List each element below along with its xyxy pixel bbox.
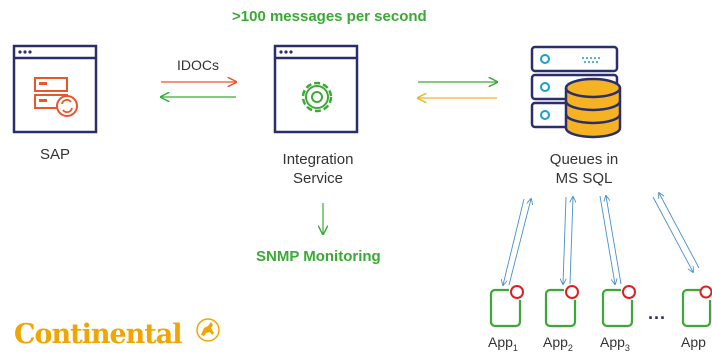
queues-label-line2: MS SQL bbox=[555, 170, 613, 187]
app-queue-arrows bbox=[503, 193, 700, 285]
app-label-3: App3 bbox=[600, 334, 630, 353]
integration-window-icon bbox=[273, 44, 359, 134]
continental-logo: Continental bbox=[14, 319, 183, 350]
app-label-1-name: App bbox=[488, 334, 513, 350]
queues-label-line1: Queues in bbox=[549, 151, 619, 168]
database-server-icon bbox=[530, 45, 622, 139]
app-label-2-sub: 2 bbox=[567, 342, 573, 353]
sap-label: SAP bbox=[39, 146, 70, 163]
app-icon-n bbox=[681, 285, 712, 328]
app-label-3-name: App bbox=[600, 334, 625, 350]
continental-horse-icon bbox=[196, 318, 220, 342]
app-label-1-sub: 1 bbox=[512, 342, 518, 353]
app-label-1: App1 bbox=[488, 334, 518, 353]
sap-window-icon bbox=[12, 44, 98, 134]
app-label-2-name: App bbox=[543, 334, 568, 350]
app-icon-3 bbox=[601, 285, 636, 328]
app-label-2: App2 bbox=[543, 334, 573, 353]
monitoring-label: SNMP Monitoring bbox=[256, 248, 381, 265]
integration-label: Integration Service bbox=[258, 150, 378, 188]
integration-label-line2: Service bbox=[292, 170, 344, 187]
app-icon-1 bbox=[489, 285, 524, 328]
integration-label-line1: Integration bbox=[282, 151, 354, 168]
app-icon-2 bbox=[544, 285, 579, 328]
gear-icon bbox=[301, 81, 333, 113]
throughput-title: >100 messages per second bbox=[232, 8, 427, 25]
app-label-3-sub: 3 bbox=[624, 342, 630, 353]
app-label-n: App bbox=[681, 334, 706, 353]
database-cylinder bbox=[564, 77, 622, 139]
queues-label: Queues in MS SQL bbox=[524, 150, 644, 188]
app-label-n-name: App bbox=[681, 334, 706, 350]
edge-label-idocs: IDOCs bbox=[177, 57, 219, 73]
apps-ellipsis: ... bbox=[648, 303, 667, 323]
